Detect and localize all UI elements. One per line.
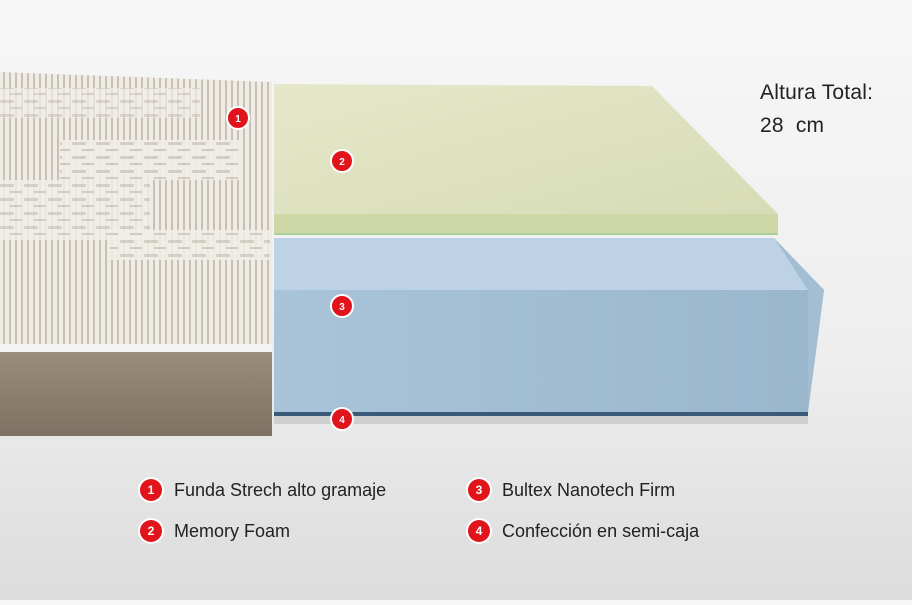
total-height-value: 28 cm — [760, 114, 825, 137]
svg-text:3: 3 — [339, 302, 345, 313]
layer-legend: 1 Funda Strech alto gramaje 2 Memory Foa… — [140, 478, 780, 548]
badge-3: 3 — [330, 294, 354, 318]
base-line — [274, 412, 808, 416]
cover-pattern-block — [0, 88, 200, 118]
svg-text:4: 4 — [339, 415, 345, 426]
total-height-label: Altura Total: 28 cm — [760, 76, 873, 142]
badge-2: 2 — [330, 149, 354, 173]
memory-foam-side — [274, 214, 778, 234]
legend-label-3: Bultex Nanotech Firm — [502, 479, 676, 500]
bultex-top — [274, 238, 824, 290]
base-layer — [274, 412, 808, 424]
legend-badge-3: 3 — [468, 479, 490, 501]
svg-text:1: 1 — [235, 114, 241, 125]
legend-label-1: Funda Strech alto gramaje — [174, 479, 387, 500]
legend-item-2: 2 Memory Foam — [140, 519, 290, 543]
legend-item-4: 4 Confección en semi-caja — [468, 519, 699, 543]
cover-side-band — [0, 352, 272, 436]
legend-badge-4: 4 — [468, 520, 490, 542]
memory-foam-top — [274, 84, 778, 214]
total-height-title: Altura Total: — [760, 81, 874, 104]
cover-piping — [0, 344, 272, 352]
legend-item-3: 3 Bultex Nanotech Firm — [468, 478, 675, 502]
legend-label-4: Confección en semi-caja — [502, 520, 700, 541]
legend-badge-2: 2 — [140, 520, 162, 542]
badge-4: 4 — [330, 407, 354, 431]
legend-item-1: 1 Funda Strech alto gramaje — [140, 478, 386, 502]
cover-pattern-block — [60, 140, 240, 180]
legend-label-2: Memory Foam — [174, 520, 291, 541]
cover-layer — [0, 72, 272, 436]
svg-text:2: 2 — [339, 157, 345, 168]
bultex-layer — [274, 238, 824, 412]
bultex-edge — [774, 238, 824, 412]
legend-badge-1: 1 — [140, 479, 162, 501]
base-fabric — [274, 416, 808, 424]
cover-pattern-block — [110, 230, 270, 260]
badge-1: 1 — [226, 106, 250, 130]
bultex-side — [274, 290, 824, 412]
memory-foam-layer — [274, 84, 778, 235]
